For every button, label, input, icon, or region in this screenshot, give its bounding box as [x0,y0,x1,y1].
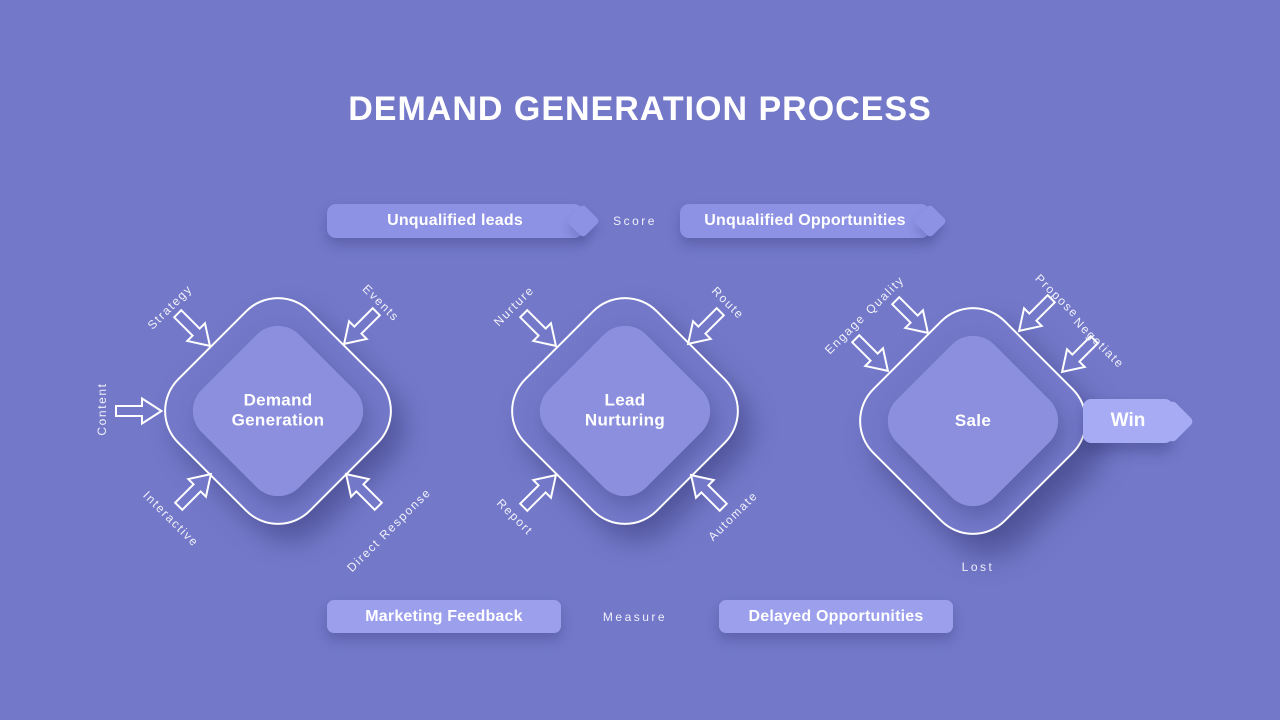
route-arrow-icon [677,301,731,355]
banner-unqualified-leads-label: Unqualified leads [387,212,523,229]
banner-unqualified-leads: Unqualified leads [327,204,583,238]
interactive-arrow-icon [168,463,222,517]
sale-title: Sale [888,411,1058,431]
automate-arrow-icon [680,464,734,518]
lead-nurturing-title-line2: Nurturing [584,411,666,430]
banner-delayed-opportunities: Delayed Opportunities [719,600,953,633]
banner-marketing-feedback: Marketing Feedback [327,600,561,633]
content-label: Content [95,382,109,436]
banner-unqualified-opportunities-label: Unqualified Opportunities [704,212,906,229]
quality-arrow-icon [885,290,939,344]
engage-arrow-icon [845,328,899,382]
direct-response-arrow-icon [335,463,389,517]
demand-generation-title-line2: Generation [231,411,325,430]
connector-score: Score [613,214,657,228]
sale-title-line1: Sale [954,410,992,430]
demand-generation-title-line1: Demand [243,390,313,410]
lead-nurturing-title-line1: Lead [604,390,646,410]
win-banner-label: Win [1110,410,1146,431]
slide-title: DEMAND GENERATION PROCESS [348,90,932,128]
report-arrow-icon [513,464,567,518]
lost-label: Lost [961,560,995,574]
demand-generation-title: Demand Generation [193,391,363,432]
connector-measure: Measure [602,610,668,624]
propose-arrow-icon [1008,288,1062,342]
win-banner: Win [1083,399,1173,443]
events-arrow-icon [333,301,387,355]
lead-nurturing-title: Lead Nurturing [540,391,710,432]
content-arrow-icon [115,396,164,426]
strategy-arrow-icon [167,303,221,357]
negotiate-arrow-icon [1051,329,1105,383]
banner-delayed-opportunities-label: Delayed Opportunities [748,607,924,625]
banner-unqualified-opportunities: Unqualified Opportunities [680,204,930,238]
nurture-arrow-icon [513,303,567,357]
banner-marketing-feedback-label: Marketing Feedback [365,607,523,625]
